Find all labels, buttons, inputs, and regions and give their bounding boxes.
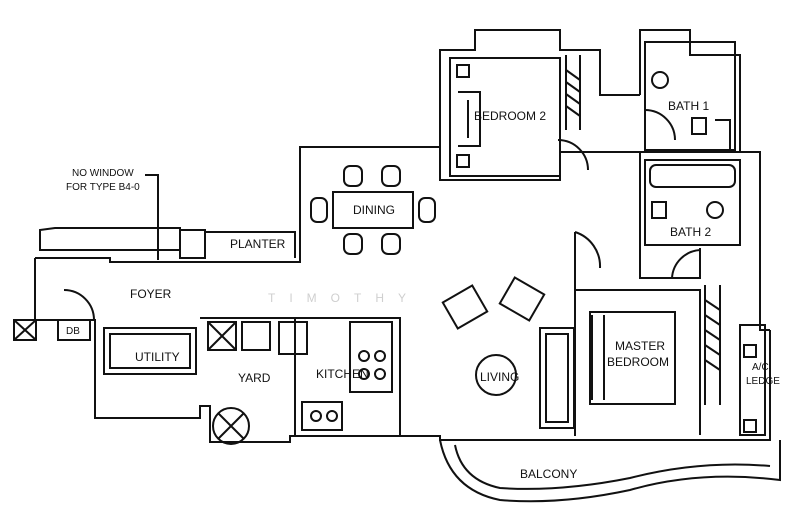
- note-leader: [145, 174, 159, 260]
- label-master-line1: MASTER: [615, 339, 665, 353]
- label-foyer: FOYER: [130, 287, 172, 301]
- label-bath2: BATH 2: [670, 225, 711, 239]
- bath1-room: [644, 41, 736, 151]
- bath2-room: [644, 159, 741, 279]
- label-yard: YARD: [238, 371, 271, 385]
- living-furniture: [441, 276, 575, 429]
- watermark-text: TIMOTHY: [268, 291, 420, 305]
- corridor-walls: [39, 147, 301, 262]
- label-ac-line1: A/C: [752, 362, 769, 373]
- label-bedroom2: BEDROOM 2: [474, 109, 546, 123]
- label-bath1: BATH 1: [668, 99, 709, 113]
- note-line2: FOR TYPE B4-0: [66, 182, 140, 193]
- label-master-line2: BEDROOM: [607, 355, 669, 369]
- master-bedroom-room: [574, 231, 766, 436]
- label-ac-line2: LEDGE: [746, 376, 780, 387]
- note-line1: NO WINDOW: [72, 168, 134, 179]
- dining-set: [310, 165, 436, 255]
- label-db: DB: [66, 326, 80, 337]
- label-dining: DINING: [353, 203, 395, 217]
- outer-walls: [34, 29, 771, 443]
- label-balcony: BALCONY: [520, 467, 577, 481]
- label-planter: PLANTER: [230, 237, 286, 251]
- service-area: [13, 289, 401, 445]
- label-living: LIVING: [480, 370, 519, 384]
- balcony-outline: [439, 439, 781, 503]
- label-kitchen: KITCHEN: [316, 367, 369, 381]
- label-utility: UTILITY: [135, 350, 180, 364]
- bedroom2-room: [449, 55, 589, 177]
